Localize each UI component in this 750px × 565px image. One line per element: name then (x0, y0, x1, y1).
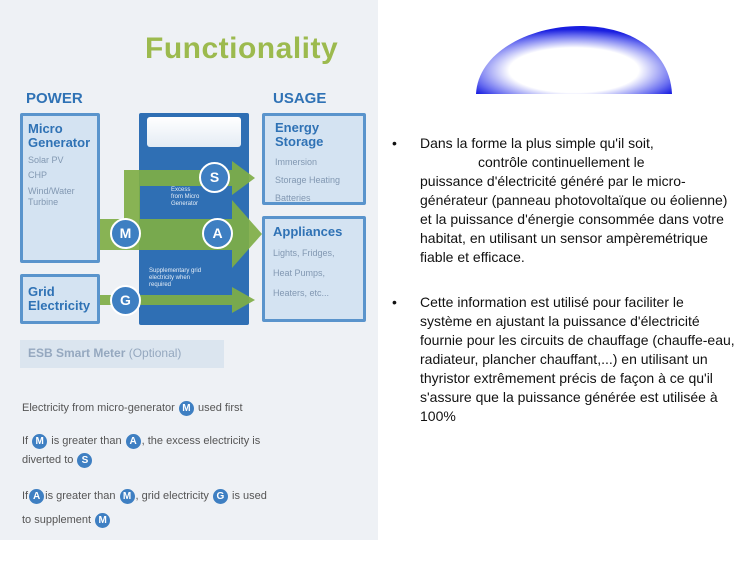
main-flow-arrow (100, 200, 262, 268)
energy-storage-title-2: Storage (275, 134, 324, 149)
bullet2-text: Cette information est utilisé pour facil… (420, 294, 735, 424)
mini-circle-s: S (77, 452, 93, 468)
circle-m-micro: M (110, 218, 141, 249)
bullet-dot: • (392, 135, 397, 151)
appliance-item: Heaters, etc... (273, 288, 330, 298)
storage-item: Storage Heating (275, 175, 341, 185)
bullet-item-2: • Cette information est utilisé pour fac… (392, 293, 737, 426)
legend-text: is used (232, 490, 267, 502)
controller-display (147, 117, 241, 147)
circle-a-appliances: A (202, 218, 233, 249)
legend-text: diverted to (22, 454, 74, 466)
excess-text-1: Excess (171, 187, 191, 193)
appliances-title: Appliances (273, 224, 343, 239)
logo-dome (476, 26, 672, 94)
functionality-diagram: Functionality POWER USAGE Micro Generato… (0, 0, 378, 540)
legend-text: , grid electricity (135, 490, 209, 502)
grid-title-2: Electricity (28, 298, 91, 313)
supplementary-text-1: Supplementary grid (149, 268, 202, 274)
legend-text: Electricity from micro-generator (22, 402, 175, 414)
power-header: POWER (26, 90, 83, 107)
micro-item: Wind/Water (28, 186, 75, 196)
legend-text: If (22, 435, 29, 447)
grid-title-1: Grid (28, 284, 55, 299)
excess-text-3: Generator (171, 201, 199, 207)
mini-circle-m: M (119, 488, 135, 504)
micro-item: Turbine (28, 197, 59, 207)
energy-storage-title-1: Energy (275, 120, 320, 135)
appliances-box: Appliances Lights, Fridges, Heat Pumps, … (262, 216, 366, 322)
smart-meter-label: ESB Smart Meter (28, 346, 126, 360)
supplementary-text-3: required (149, 282, 172, 288)
bullet1-line2: contrôle continuellement le (478, 154, 645, 170)
mini-circle-m: M (95, 512, 111, 528)
bullet-dot: • (392, 294, 397, 310)
mini-circle-a: A (29, 488, 45, 504)
legend-text: is greater than (45, 490, 116, 502)
diagram-title: Functionality (145, 32, 339, 65)
storage-item: Immersion (275, 157, 318, 167)
smart-meter-bar: ESB Smart Meter (Optional) (20, 340, 224, 368)
smart-meter-optional: (Optional) (128, 346, 182, 360)
circle-g-grid: G (110, 285, 141, 316)
bullet1-rest: puissance d'électricité généré par le mi… (420, 173, 728, 265)
circle-s-storage: S (199, 162, 230, 193)
bullet-item-1: • Dans la forme la plus simple qu'il soi… (392, 134, 737, 267)
description-text: • Dans la forme la plus simple qu'il soi… (392, 134, 737, 447)
mini-circle-a: A (125, 433, 141, 449)
micro-item: Solar PV (28, 155, 64, 165)
legend-line-1: Electricity from micro-generator M used … (22, 398, 362, 419)
appliance-item: Lights, Fridges, (273, 248, 335, 258)
supplementary-text-2: electricity when (149, 275, 191, 281)
legend-text: is greater than (51, 435, 122, 447)
usage-header: USAGE (273, 90, 327, 107)
micro-item: CHP (28, 170, 48, 180)
micro-generator-title-2: Generator (28, 135, 91, 150)
grid-flow-arrow (100, 287, 255, 313)
legend-text: used first (197, 402, 243, 414)
micro-generator-title-1: Micro (28, 121, 63, 136)
legend-line-2: If M is greater than A, the excess elect… (22, 432, 362, 470)
bullet1-line1: Dans la forme la plus simple qu'il soit, (420, 135, 654, 151)
grid-electricity-box: Grid Electricity (20, 274, 100, 324)
appliance-item: Heat Pumps, (273, 268, 326, 278)
storage-item: Batteries (275, 193, 311, 203)
energy-storage-box: Energy Storage Immersion Storage Heating… (262, 113, 366, 205)
mini-circle-m: M (178, 400, 194, 416)
legend-text: If (22, 490, 29, 502)
legend-text: to supplement (22, 514, 92, 526)
mini-circle-m: M (32, 433, 48, 449)
micro-generator-box: Micro Generator Solar PV CHP Wind/Water … (20, 113, 100, 263)
legend-text: , the excess electricity is (141, 435, 261, 447)
logo-shape (476, 26, 672, 94)
mini-circle-g: G (212, 488, 228, 504)
excess-text-2: from Micro (171, 194, 200, 200)
